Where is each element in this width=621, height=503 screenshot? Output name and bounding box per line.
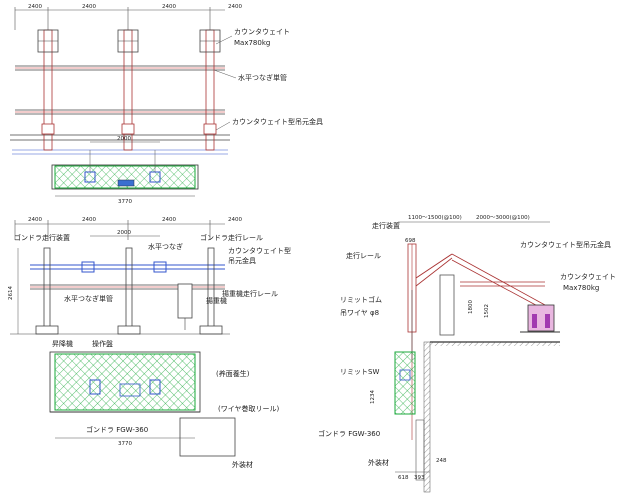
height-dim: 2614 (8, 286, 14, 300)
top-dim-2: 2400 (82, 4, 96, 10)
side-exterior-label: 外装材 (368, 458, 389, 467)
side-dim-1502: 1502 (484, 304, 490, 318)
mesh-sheet-label: (养面養生) (216, 369, 250, 378)
top-dim-1: 2400 (28, 4, 42, 10)
horizontal-pipe-front-label: 水平つなぎ単管 (64, 294, 113, 303)
hoist-label: 揚重機 (206, 296, 227, 305)
mast-1 (37, 29, 59, 151)
hanging-wire-label: 吊ワイヤ φ8 (340, 309, 379, 317)
horizontal-link-label: 水平つなぎ (148, 242, 183, 251)
side-gondola-model-label: ゴンドラ FGW-360 (318, 429, 380, 438)
front-dim-4: 2400 (228, 217, 242, 223)
mast-3 (199, 29, 221, 151)
front-dim-1: 2400 (28, 217, 42, 223)
side-rail-label: 走行レール (346, 251, 381, 260)
side-dim-1800: 1800 (468, 300, 474, 314)
counterweight-type-label: カウンタウェイト型 (228, 246, 291, 255)
limit-sw-label: リミットSW (340, 368, 379, 376)
side-dim-upper-left: 1100〜1500(@100) (408, 215, 462, 221)
top-dim-2000: 2000 (117, 136, 131, 142)
gondola-carriage-label: ゴンドラ走行装置 (14, 233, 70, 242)
side-dim-393: 393 (414, 475, 425, 481)
gondola-rail-label: ゴンドラ走行レール (200, 233, 263, 242)
top-dim-3770: 3770 (118, 199, 132, 205)
counterweight-label: カウンタウェイト (234, 27, 290, 36)
side-dim-248: 248 (436, 458, 447, 464)
control-panel-label: 操作盤 (92, 339, 113, 348)
front-dim-3770: 3770 (118, 441, 132, 447)
front-exterior-label: 外装材 (232, 460, 253, 469)
top-dim-4: 2400 (228, 4, 242, 10)
side-dim-698: 698 (405, 238, 416, 244)
horizontal-pipe-label: 水平つなぎ単管 (238, 73, 287, 82)
limit-rubber-label: リミットゴム (340, 295, 382, 304)
hanger-label: カウンタウェイト型吊元金具 (232, 117, 323, 126)
side-dim-618: 618 (398, 475, 409, 481)
lift-gear-label: 昇降機 (52, 339, 73, 348)
side-view: 1100〜1500(@100) 2000〜3000(@100) 走行装置 698… (318, 215, 616, 493)
side-dim-1234: 1234 (370, 390, 376, 404)
front-dim-2000: 2000 (117, 230, 131, 236)
side-counterweight-label: カウンタウェイト (560, 272, 616, 281)
hoist-rail-label: 揚重機走行レール (222, 289, 278, 298)
side-hanger-label: カウンタウェイト型吊元金具 (520, 240, 611, 249)
wire-reel-label: (ワイヤ巻取リール) (218, 404, 280, 413)
front-dim-2: 2400 (82, 217, 96, 223)
front-gondola-model-label: ゴンドラ FGW-360 (86, 425, 148, 434)
front-dim-3: 2400 (162, 217, 176, 223)
counterweight-max-label: Max780kg (234, 39, 270, 47)
top-view: 2400 2400 2400 2400 (10, 4, 323, 205)
front-view: 2400 2400 2400 2400 2000 ゴンドラ走行装 (8, 217, 291, 469)
mast-2 (117, 29, 139, 151)
hanger-fitting-label: 吊元金具 (228, 256, 256, 265)
side-dim-upper-right: 2000〜3000(@100) (476, 215, 530, 221)
top-dim-3: 2400 (162, 4, 176, 10)
side-counterweight-max: Max780kg (563, 284, 599, 292)
side-carriage-label: 走行装置 (372, 221, 400, 230)
